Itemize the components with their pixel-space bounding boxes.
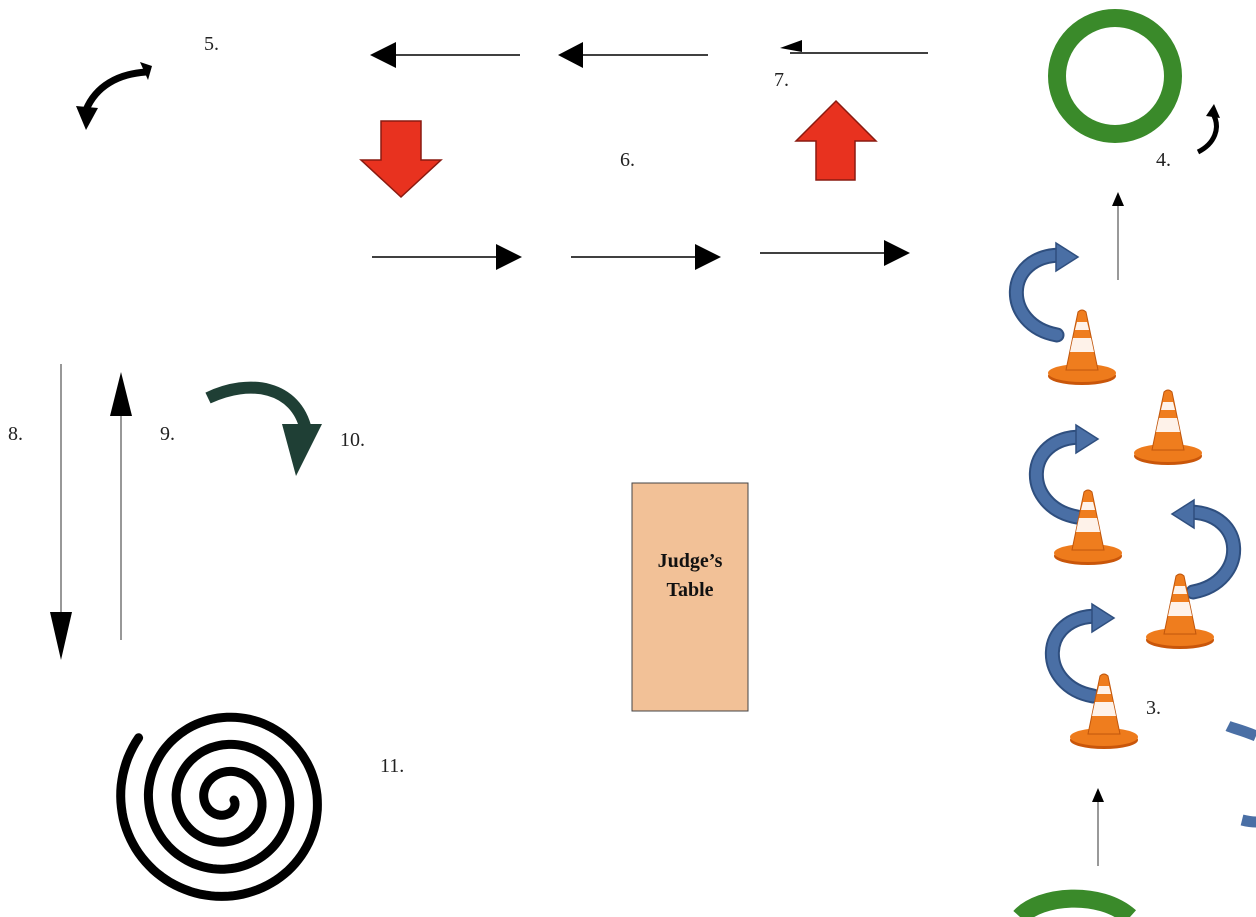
down-arrowhead-8 <box>50 612 72 660</box>
step-9-label: 9. <box>160 423 175 445</box>
right-arrowhead-1 <box>496 244 522 270</box>
blue-curved-arrow-partial-icon <box>1225 720 1256 828</box>
blue-curved-arrow-icon <box>1016 243 1078 335</box>
step-8-label: 8. <box>8 423 23 445</box>
right-arrowhead-2 <box>695 244 721 270</box>
judges-table-line1: Judge’s <box>658 550 723 572</box>
dark-green-curved-arrow-icon <box>205 381 322 476</box>
judges-table-line2: Table <box>666 579 713 601</box>
red-up-block-arrow-icon <box>794 99 878 181</box>
traffic-cone-icon <box>1053 489 1123 566</box>
traffic-cone-icon <box>1047 309 1117 386</box>
step-5-label: 5. <box>204 33 219 55</box>
step-10-label: 10. <box>340 429 365 451</box>
spiral-icon <box>116 712 322 901</box>
step-11-label: 11. <box>380 755 404 777</box>
step-6-label: 6. <box>620 149 635 171</box>
up-arrowhead-9 <box>110 372 132 416</box>
red-down-block-arrow-icon <box>359 120 443 199</box>
black-curved-arrow-icon <box>76 62 152 130</box>
left-arrowhead-top-2 <box>558 42 583 68</box>
green-circle-icon <box>1048 9 1182 143</box>
up-arrowhead-to-circle <box>1112 192 1124 206</box>
judges-table: Judge’s Table <box>631 482 749 712</box>
traffic-cone-icon <box>1133 389 1203 466</box>
green-circle-partial-icon <box>1013 889 1137 917</box>
step-3-label: 3. <box>1146 697 1161 719</box>
left-arrowhead-top-1 <box>370 42 396 68</box>
right-arrowhead-3 <box>884 240 910 266</box>
black-curved-arrow-small-icon <box>1196 104 1220 155</box>
left-arrowhead-top-3 <box>780 40 802 52</box>
step-4-label: 4. <box>1156 149 1171 171</box>
step-7-label: 7. <box>774 69 789 91</box>
up-arrowhead-bottom <box>1092 788 1104 802</box>
